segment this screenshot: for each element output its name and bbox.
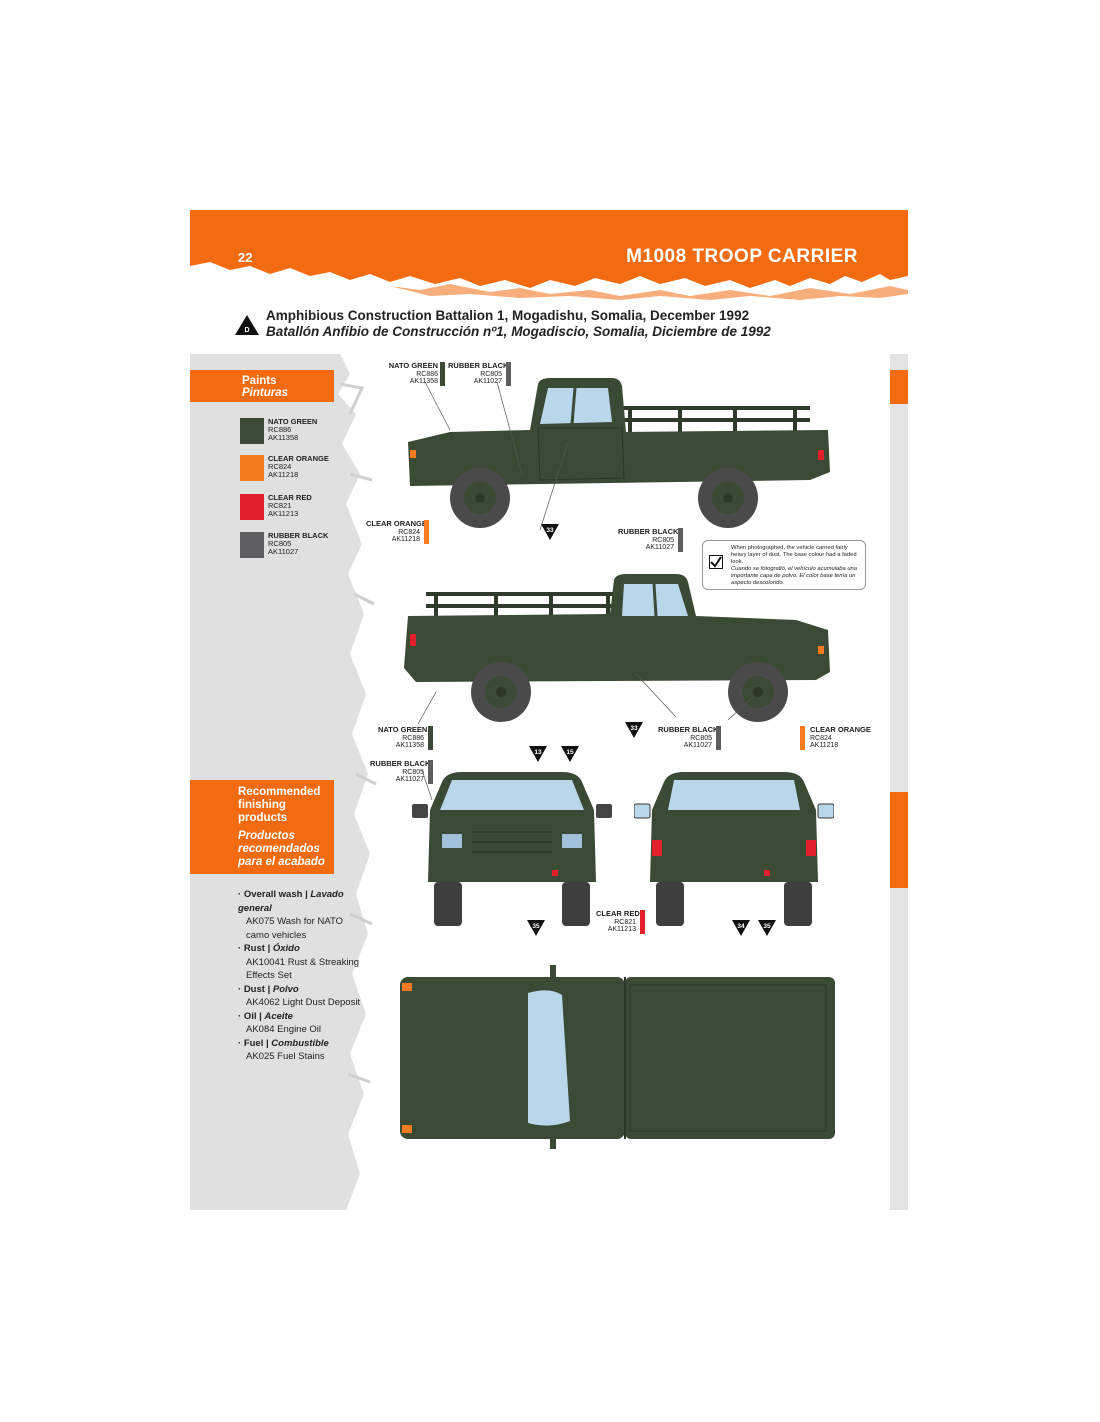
svg-text:35: 35: [532, 923, 540, 930]
note-text-es: Cuando se fotografió, el vehículo acumul…: [731, 566, 858, 586]
swatch-color: [240, 532, 264, 558]
finishing-heading: Recommended finishing products Productos…: [190, 780, 334, 874]
paints-heading-en: Paints: [242, 375, 277, 387]
right-edge-tab: [890, 370, 908, 404]
svg-text:15: 15: [566, 749, 574, 756]
note-text: When photographed, the vehicle carried f…: [731, 545, 861, 587]
marker-33-mid: 33: [625, 722, 643, 738]
page-title: M1008 TROOP CARRIER: [626, 246, 858, 267]
finishing-item: · Rust | Óxido AK10041 Rust & Streaking …: [238, 943, 360, 981]
note-text-en: When photographed, the vehicle carried f…: [731, 545, 857, 565]
svg-text:33: 33: [630, 725, 638, 732]
marker-34: 34: [732, 920, 750, 936]
marker-13: 13: [529, 746, 547, 762]
finishing-heading-es: Productos recomendados para el acabado: [238, 830, 325, 868]
callout-color-chip: [716, 726, 721, 750]
paints-heading: Paints Pinturas: [190, 370, 334, 402]
callout-color-chip: [424, 520, 429, 544]
right-edge-bar: [890, 354, 908, 1210]
swatch-color: [240, 418, 264, 444]
scheme-title-es: Batallón Anfibio de Construcción nº1, Mo…: [266, 324, 771, 339]
swatch-color: [240, 455, 264, 481]
finishing-list: · Overall wash | Lavado general AK075 Wa…: [238, 888, 368, 1064]
callout-color-chip: [428, 726, 433, 750]
finishing-item: · Fuel | Combustible AK025 Fuel Stains: [238, 1037, 329, 1063]
svg-text:13: 13: [534, 749, 542, 756]
paints-heading-es: Pinturas: [242, 387, 289, 399]
truck-top-view: [400, 965, 835, 1149]
scheme-badge-letter: D: [244, 327, 249, 334]
marker-35-rear: 35: [758, 920, 776, 936]
truck-front-view: [412, 770, 612, 926]
svg-text:33: 33: [546, 527, 554, 534]
truck-right-side-view: [404, 574, 830, 725]
svg-text:34: 34: [737, 923, 745, 930]
weathering-note: When photographed, the vehicle carried f…: [702, 540, 866, 590]
callout-color-chip: [640, 910, 645, 934]
swatch-color: [240, 494, 264, 520]
callout-color-chip: [440, 362, 445, 386]
truck-left-side-view: [408, 378, 830, 531]
instruction-page: 22 M1008 TROOP CARRIER D Amphibious Cons…: [190, 210, 908, 1210]
page-number: 22: [238, 250, 253, 265]
finishing-heading-en: Recommended finishing products: [238, 786, 321, 824]
callout-color-chip: [678, 528, 683, 552]
checkmark-icon: [709, 555, 723, 569]
callout-color-chip: [428, 760, 433, 784]
scheme-badge-icon: D: [235, 315, 259, 335]
finishing-item: · Oil | Aceite AK084 Engine Oil: [238, 1010, 321, 1036]
marker-35-front: 35: [527, 920, 545, 936]
header-torn-banner: [190, 210, 908, 300]
marker-33-top: 33: [541, 524, 559, 540]
scheme-title-en: Amphibious Construction Battalion 1, Mog…: [266, 308, 750, 323]
page-header: 22 M1008 TROOP CARRIER: [190, 210, 908, 300]
callout-color-chip: [800, 726, 805, 750]
svg-text:35: 35: [763, 923, 771, 930]
marker-15: 15: [561, 746, 579, 762]
truck-rear-view: [634, 772, 834, 926]
finishing-item: · Dust | Polvo AK4062 Light Dust Deposit: [238, 983, 361, 1009]
right-edge-tab: [890, 792, 908, 888]
finishing-item: · Overall wash | Lavado general AK075 Wa…: [238, 889, 344, 941]
callout-color-chip: [506, 362, 511, 386]
